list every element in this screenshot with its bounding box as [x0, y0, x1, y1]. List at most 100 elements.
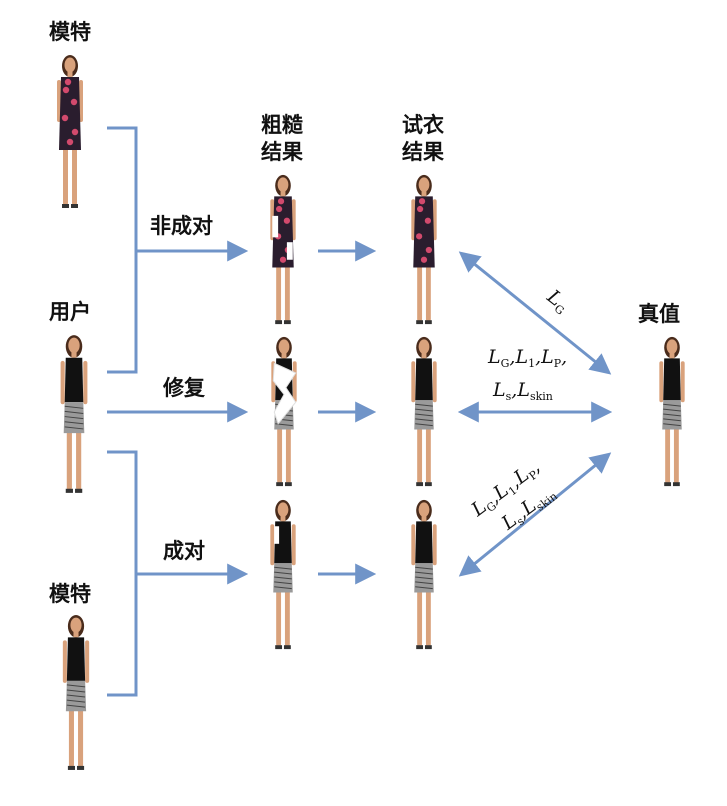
coarse-result-line2: 结果	[261, 140, 303, 164]
artifact-patch	[272, 215, 279, 238]
right-shoe	[77, 765, 85, 770]
left-arm	[62, 640, 67, 683]
figure-coarse-unpaired	[270, 174, 296, 325]
artifact-patch	[286, 242, 293, 260]
skirt-pattern	[64, 421, 84, 425]
left-arm	[60, 360, 65, 405]
skirt-pattern	[415, 586, 433, 590]
flower-print	[420, 256, 428, 263]
flower-print	[64, 78, 72, 86]
figure-coarse-paired	[270, 499, 296, 650]
skirt-pattern	[415, 423, 433, 427]
head	[418, 339, 430, 354]
neck	[421, 515, 427, 522]
right-shoe	[424, 482, 432, 487]
neck	[71, 351, 77, 358]
left-leg	[417, 264, 423, 322]
left-shoe	[416, 645, 424, 650]
left-shoe	[416, 320, 424, 325]
left-shoe	[664, 482, 672, 487]
black-top	[64, 357, 84, 403]
flower-print	[275, 205, 283, 213]
label-unpaired: 非成对	[150, 214, 213, 238]
svg-text:LG: LG	[541, 285, 573, 318]
right-arm	[79, 80, 83, 122]
bracket-unpaired	[107, 126, 138, 374]
right-shoe	[672, 482, 680, 487]
left-leg	[276, 264, 282, 322]
neck	[421, 190, 427, 197]
right-leg	[284, 264, 290, 322]
head	[278, 339, 290, 354]
flower-print	[71, 128, 79, 136]
skirt-pattern	[663, 413, 681, 417]
label-user: 用户	[49, 300, 91, 324]
figure-tryon-unpaired	[411, 174, 437, 325]
left-leg	[68, 708, 74, 767]
neck	[280, 190, 286, 197]
skirt-pattern	[66, 694, 86, 698]
arrow-loss-bottom	[458, 452, 612, 577]
head	[70, 617, 82, 633]
skirt-pattern	[274, 576, 292, 580]
right-leg	[284, 589, 290, 647]
skirt-pattern	[415, 576, 433, 580]
artifact-patch	[274, 526, 280, 544]
head	[277, 177, 289, 192]
left-leg	[277, 426, 283, 484]
left-arm	[411, 524, 416, 566]
left-arm	[57, 80, 61, 122]
skirt-pattern	[64, 405, 84, 409]
bracket-paired	[107, 450, 138, 697]
skirt-pattern	[415, 571, 433, 575]
skirt-pattern	[274, 571, 292, 575]
right-leg	[425, 426, 431, 484]
tryon-result-line1: 试衣	[402, 113, 444, 137]
head	[64, 57, 76, 73]
left-leg	[417, 426, 423, 484]
skirt-pattern	[415, 403, 433, 407]
figure-tryon-repair	[411, 336, 437, 487]
flower-print	[418, 198, 426, 205]
right-arm	[432, 199, 437, 241]
coarse-result-line1: 粗糙	[261, 113, 303, 137]
skirt-pattern	[64, 410, 84, 414]
left-shoe	[275, 645, 283, 650]
skirt-pattern	[415, 413, 433, 417]
right-leg	[285, 426, 291, 484]
skirt-pattern	[663, 423, 681, 427]
left-shoe	[67, 765, 75, 770]
right-leg	[72, 147, 77, 205]
right-shoe	[424, 645, 432, 650]
skirt-pattern	[415, 566, 433, 570]
left-leg	[276, 589, 282, 647]
head	[418, 177, 430, 192]
right-shoe	[424, 320, 432, 325]
skirt-pattern	[64, 426, 84, 430]
head	[277, 502, 289, 517]
left-leg	[665, 426, 671, 484]
flower-print	[416, 205, 424, 213]
arrow-loss-top	[458, 251, 612, 375]
left-arm	[659, 361, 664, 403]
skirt-pattern	[66, 689, 86, 693]
left-leg	[63, 147, 68, 205]
loss-label-top: LG	[541, 285, 573, 318]
skirt-pattern	[66, 684, 86, 688]
left-leg	[66, 429, 72, 490]
head	[418, 502, 430, 517]
repair-mask	[272, 362, 297, 425]
right-shoe	[283, 645, 291, 650]
label-coarse-result: 粗糙 结果	[242, 112, 322, 166]
label-model-top: 模特	[49, 20, 91, 44]
black-top	[415, 521, 433, 564]
left-arm	[270, 524, 275, 566]
left-shoe	[62, 204, 69, 208]
flower-print	[424, 217, 432, 224]
left-leg	[417, 589, 423, 647]
skirt-pattern	[274, 566, 292, 570]
figure-tryon-paired	[411, 499, 437, 650]
right-leg	[425, 589, 431, 647]
